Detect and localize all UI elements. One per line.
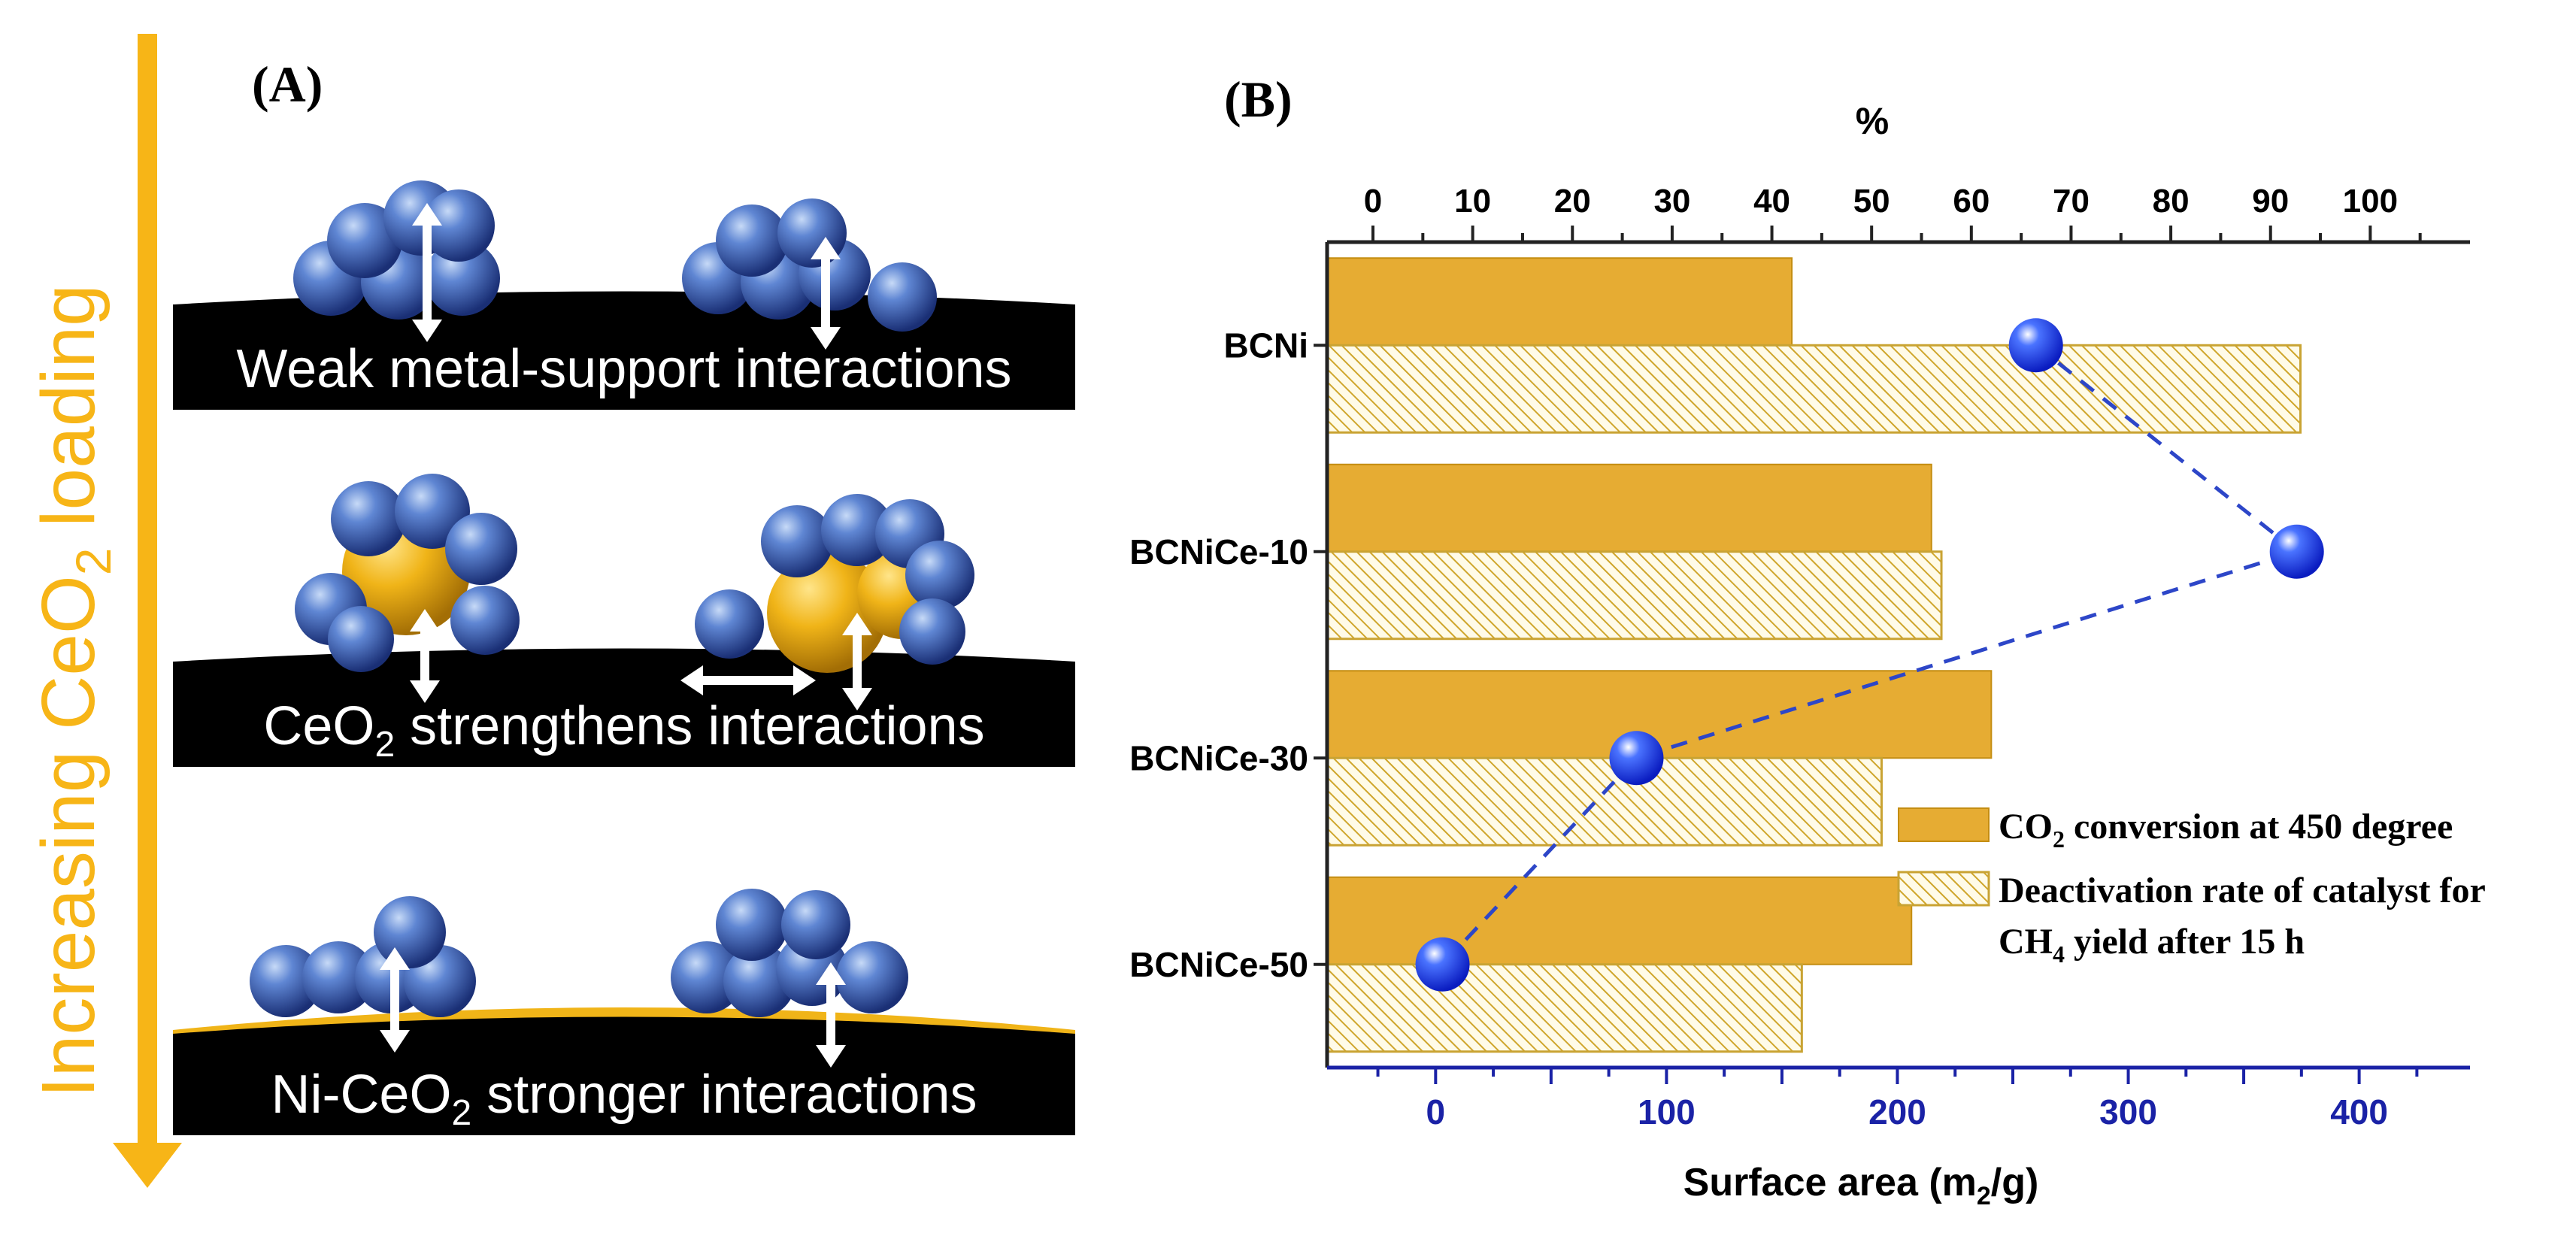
- axes-layer: 0 10 20 30 40 50 60 70 80 90 100 0 100 200 300 400 BCNiB…: [1129, 183, 2470, 1131]
- legend-label-co2-conversion: CO2 conversion at 450 degree: [1999, 807, 2453, 853]
- legend-swatch-co2-conversion: [1898, 807, 1990, 842]
- legend-swatch-deactivation-rate: [1897, 871, 1990, 907]
- ceo2-cluster-2: [695, 494, 974, 673]
- interaction-arrow: [410, 609, 872, 710]
- row-label: Ni-CeO2 stronger interactions: [271, 1065, 977, 1133]
- top-axis-tick-label: 10: [1454, 183, 1491, 220]
- loading-arrow: [113, 34, 182, 1188]
- interaction-arrow: [412, 203, 841, 350]
- bar-co2-conversion: [1326, 463, 1932, 553]
- legend: CO2 conversion at 450 degreeDeactivation…: [1897, 807, 2486, 968]
- panel-b-label: (B): [1224, 71, 1293, 128]
- surface-area-marker: [2269, 524, 2324, 579]
- category-label: BCNiCe-30: [1129, 738, 1308, 777]
- surface-area-line-layer: [1415, 318, 2324, 992]
- ni-cluster-1: [293, 180, 500, 320]
- surface-area-marker: [1415, 937, 1470, 992]
- bar-co2-conversion: [1326, 257, 1793, 347]
- ni-cluster-4: [671, 889, 908, 1017]
- top-axis-tick-label: 90: [2252, 183, 2289, 220]
- category-label: BCNiCe-10: [1129, 532, 1308, 571]
- top-axis-tick-label: 20: [1554, 183, 1591, 220]
- bar-deactivation-rate: [1326, 344, 2302, 434]
- interaction-arrow: [380, 947, 846, 1068]
- top-axis-tick-label: 70: [2053, 183, 2090, 220]
- bar-co2-conversion: [1326, 876, 1913, 965]
- bottom-axis-tick-label: 300: [2099, 1092, 2157, 1131]
- arrow-label: Increasing CeO2 loading: [26, 284, 121, 1098]
- top-axis-tick-label: 100: [2343, 183, 2398, 220]
- top-axis-tick-label: 40: [1753, 183, 1790, 220]
- bar-deactivation-rate: [1326, 550, 1943, 641]
- surface-area-marker: [2008, 318, 2063, 373]
- panel-a-label: (A): [252, 56, 323, 113]
- top-axis-tick-label: 0: [1364, 183, 1382, 220]
- legend-label-deactivation-rate-line2: CH4 yield after 15 h: [1999, 922, 2305, 968]
- row-ni-ceo2: Ni-CeO2 stronger interactions: [173, 889, 1075, 1135]
- row-weak: Weak metal-support interactions: [173, 180, 1075, 410]
- row-label: Weak metal-support interactions: [236, 339, 1011, 399]
- bottom-axis-tick-label: 0: [1426, 1092, 1446, 1131]
- surface-area-marker: [1609, 731, 1664, 786]
- top-axis-tick-label: 60: [1953, 183, 1990, 220]
- bar-deactivation-rate: [1326, 963, 1803, 1053]
- top-axis-label: %: [1856, 100, 1889, 142]
- top-axis-tick-label: 30: [1653, 183, 1690, 220]
- bottom-axis-label: Surface area (m2/g): [1683, 1161, 2039, 1210]
- row-ceo2: CeO2 strengthens interactions: [173, 474, 1075, 767]
- bottom-axis-tick-label: 200: [1868, 1092, 1926, 1131]
- ceo2-cluster-1: [295, 474, 520, 672]
- category-label: BCNiCe-50: [1129, 945, 1308, 984]
- ni-cluster-2: [682, 198, 937, 332]
- bottom-axis-tick-label: 400: [2330, 1092, 2388, 1131]
- support-slab: [173, 648, 1075, 767]
- top-axis-tick-label: 80: [2153, 183, 2190, 220]
- top-axis-tick-label: 50: [1853, 183, 1890, 220]
- row-label: CeO2 strengthens interactions: [263, 696, 984, 765]
- legend-label-deactivation-rate: Deactivation rate of catalyst for: [1999, 871, 2486, 910]
- support-slab: [173, 291, 1075, 410]
- category-label: BCNi: [1224, 326, 1308, 365]
- panel-a: (A) Increasing CeO2 loading: [26, 34, 1075, 1188]
- ni-cluster-3: [250, 896, 476, 1017]
- panel-b: (B) % Surface area (m2/g) 0 10 20 30 40 50 60 7…: [1129, 71, 2486, 1210]
- bar-deactivation-rate: [1326, 756, 1883, 847]
- bottom-axis-tick-label: 100: [1638, 1092, 1696, 1131]
